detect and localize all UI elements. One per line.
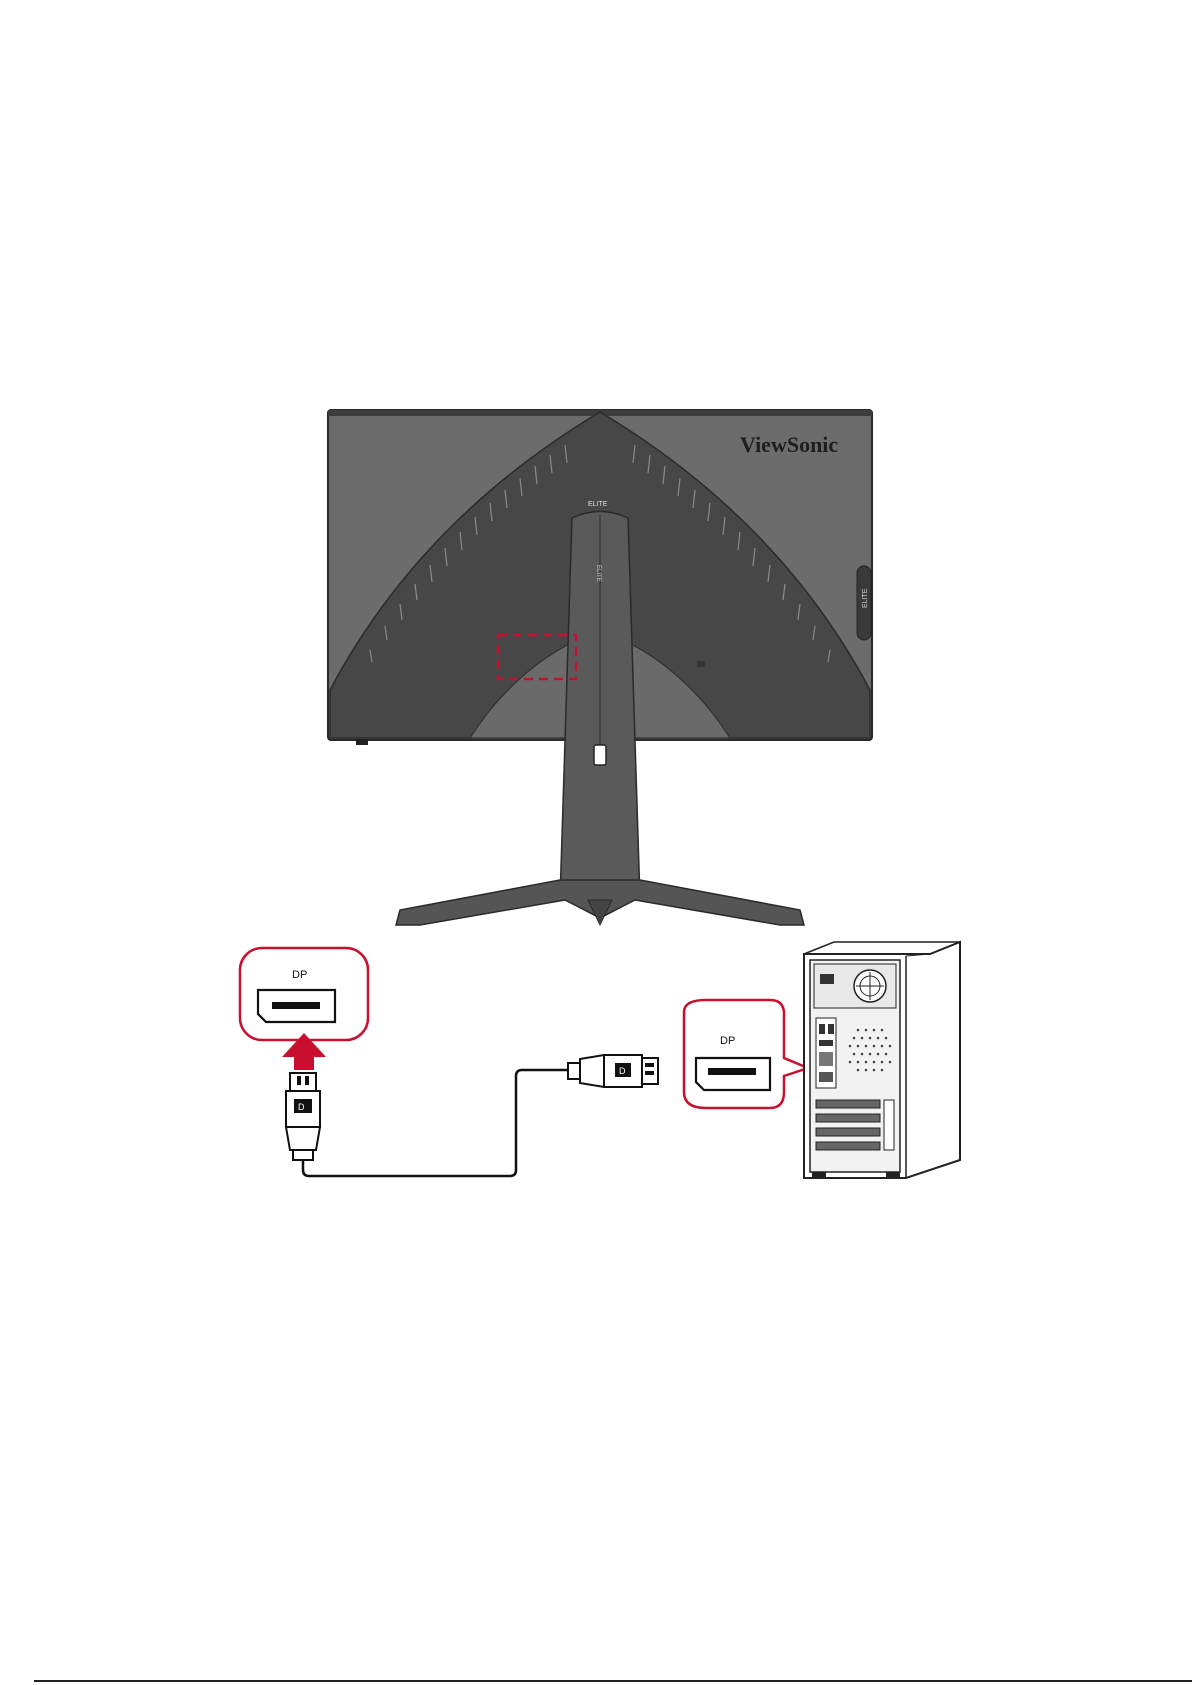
monitor-dp-callout: DP — [240, 948, 368, 1040]
dp-cable: D D — [286, 1055, 658, 1176]
page-footer-rule — [34, 1680, 1192, 1682]
monitor-rear-view: ViewSonic ELITE ELITE ELITE — [328, 410, 872, 925]
svg-text:D: D — [619, 1066, 626, 1076]
elite-side-badge-text: ELITE — [862, 588, 869, 608]
cable-wire — [303, 1070, 568, 1176]
monitor-brand-logo: ViewSonic — [740, 432, 838, 457]
dp-plug-left-tip — [290, 1073, 316, 1091]
monitor-dp-label: DP — [292, 969, 307, 981]
pc-dp-label: DP — [720, 1035, 735, 1047]
pc-dp-callout: DP — [684, 1000, 808, 1108]
cable-management-hole — [594, 745, 606, 765]
stand-vertical-badge: ELITE — [595, 565, 601, 582]
stand-elite-badge: ELITE — [588, 501, 608, 508]
pc-tower — [804, 942, 960, 1178]
svg-text:D: D — [298, 1102, 305, 1112]
monitor-control-buttons — [356, 739, 368, 745]
